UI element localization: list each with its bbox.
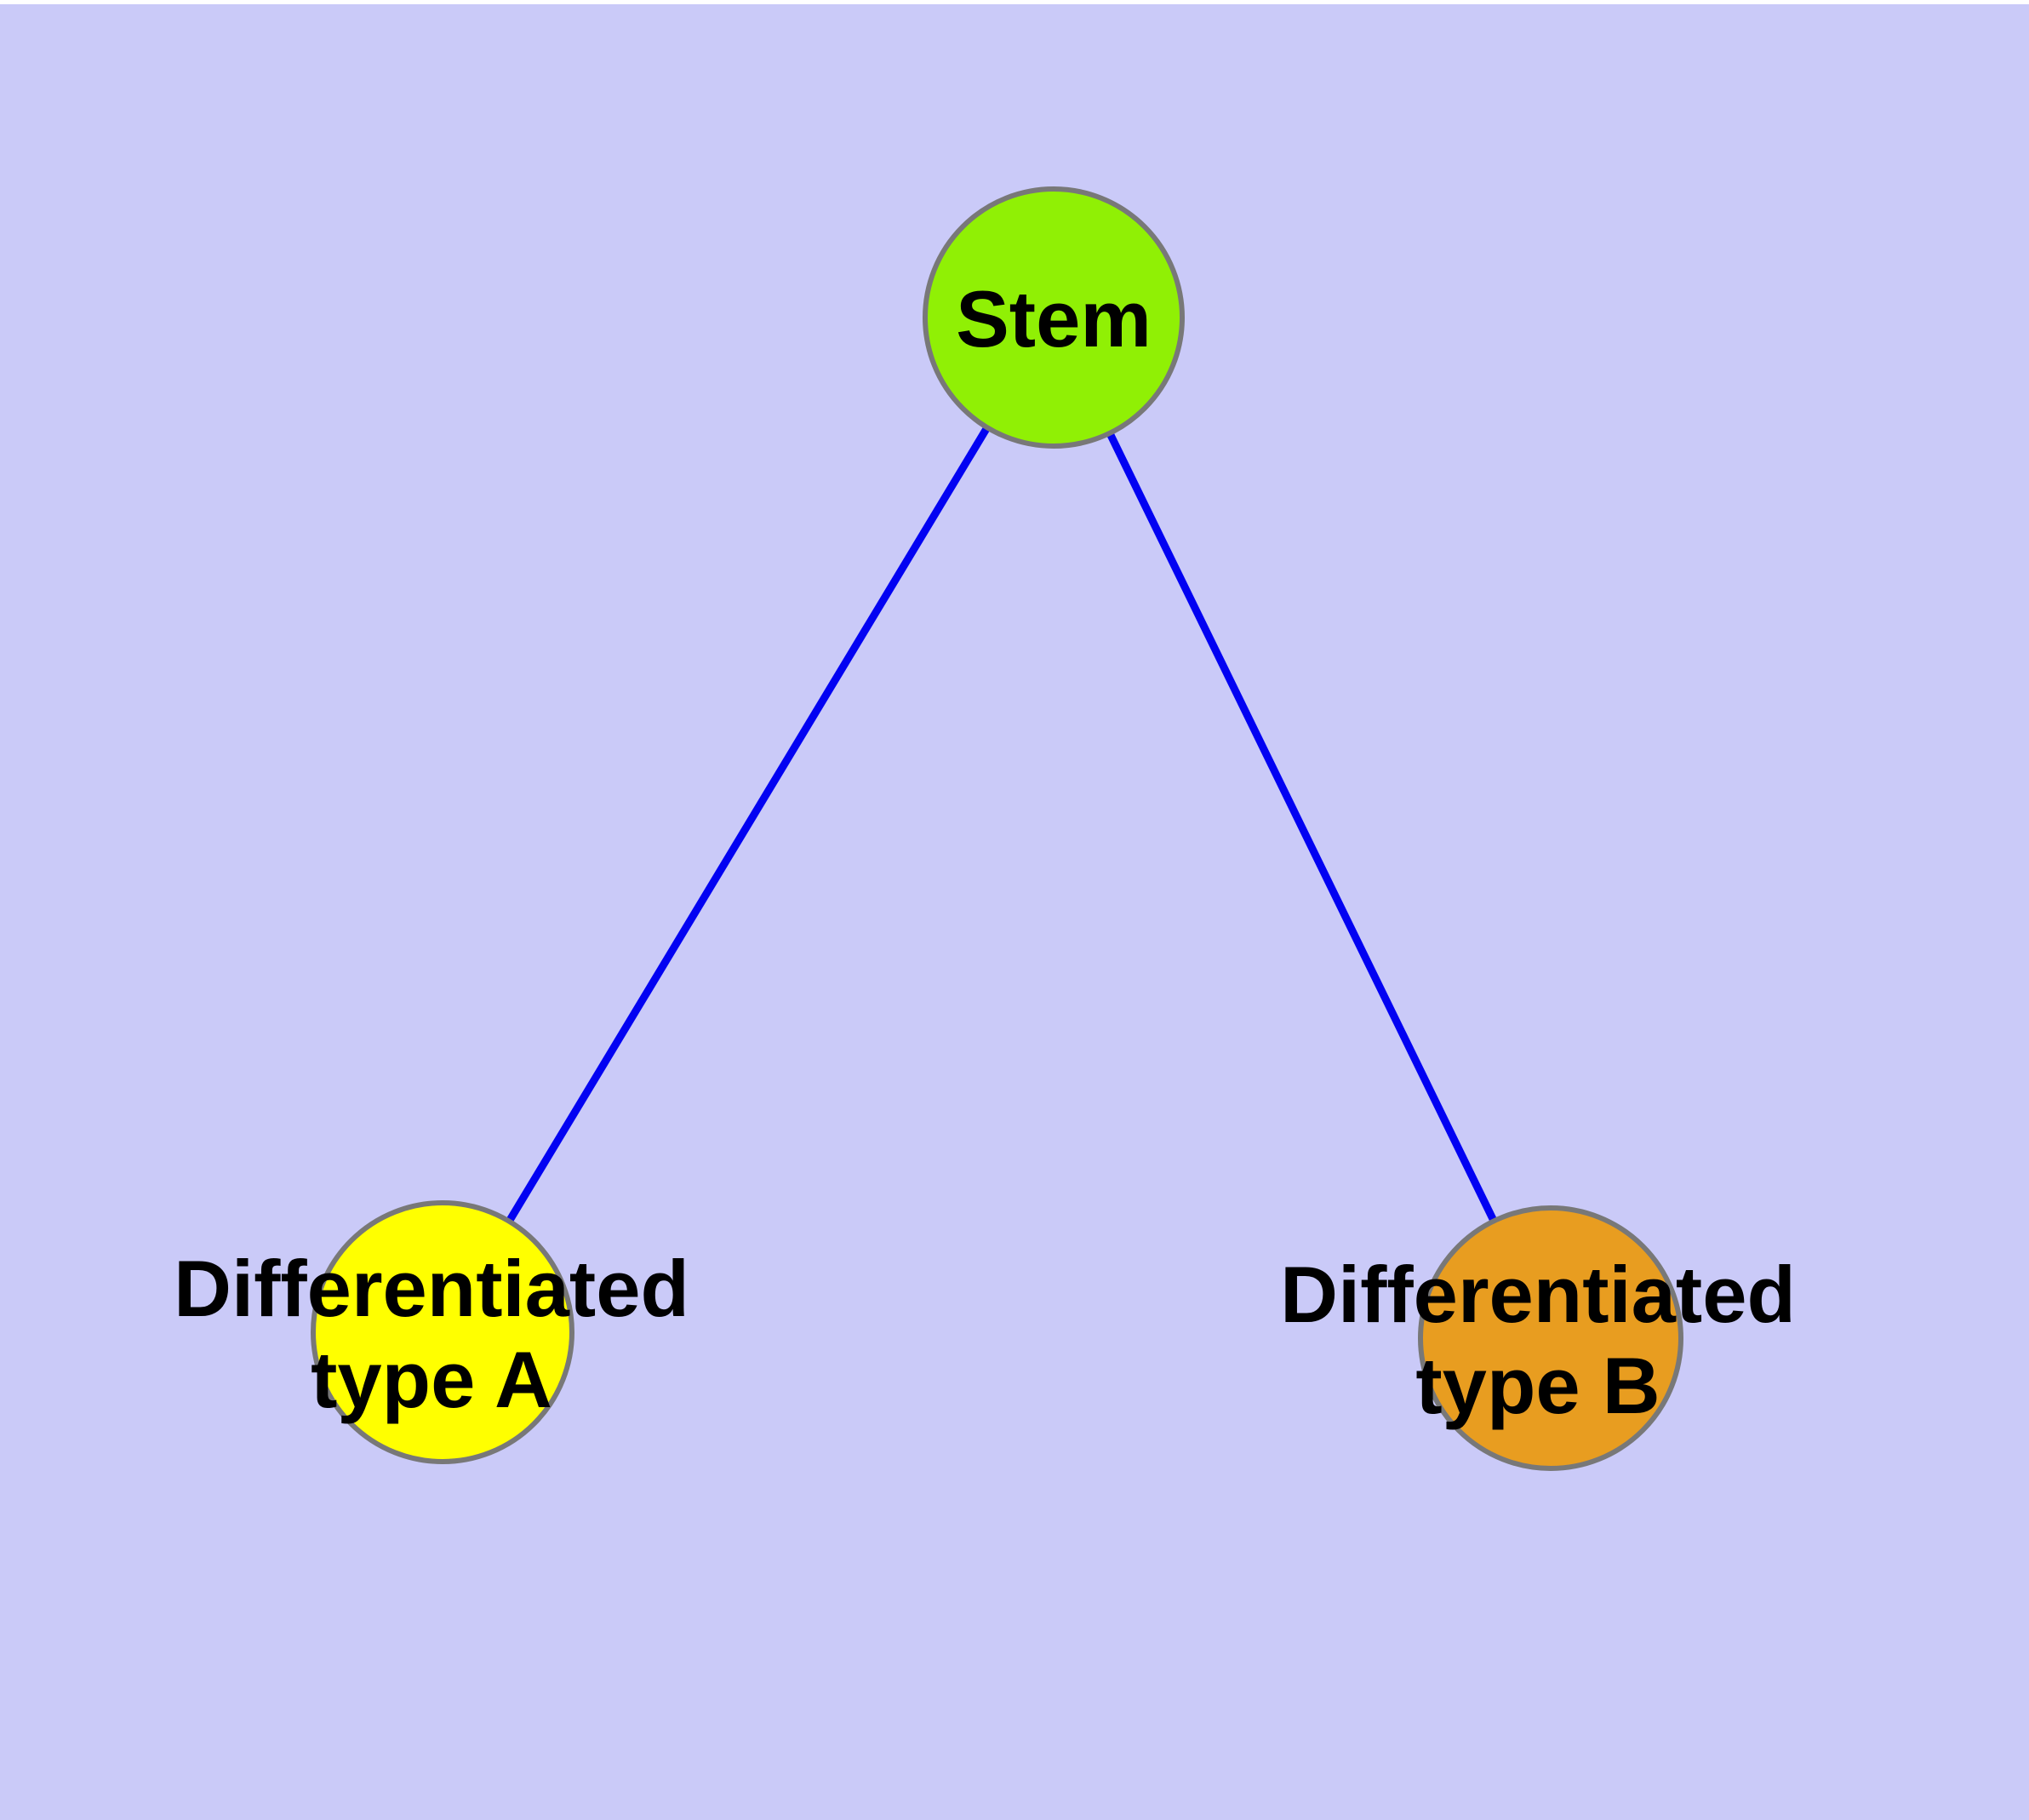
edge-stem-to-type-a: [506, 425, 991, 1224]
node-differentiated-type-a-label-line1: Differentiated: [174, 1244, 689, 1333]
node-differentiated-type-a-circle: [311, 1200, 574, 1464]
node-differentiated-type-b: Differentiated type B: [1280, 1205, 1796, 1471]
node-differentiated-type-b-label-line2: type B: [1415, 1341, 1660, 1430]
node-differentiated-type-a-label-line2: type A: [311, 1335, 552, 1424]
node-differentiated-type-b-circle: [1418, 1205, 1683, 1471]
node-stem-label: Stem: [956, 274, 1152, 363]
node-differentiated-type-a: Differentiated type A: [174, 1200, 689, 1464]
node-stem: Stem: [923, 186, 1185, 449]
node-stem-circle: [923, 186, 1185, 449]
edge-stem-to-type-b: [1106, 432, 1498, 1222]
node-differentiated-type-b-label-line1: Differentiated: [1280, 1250, 1796, 1339]
